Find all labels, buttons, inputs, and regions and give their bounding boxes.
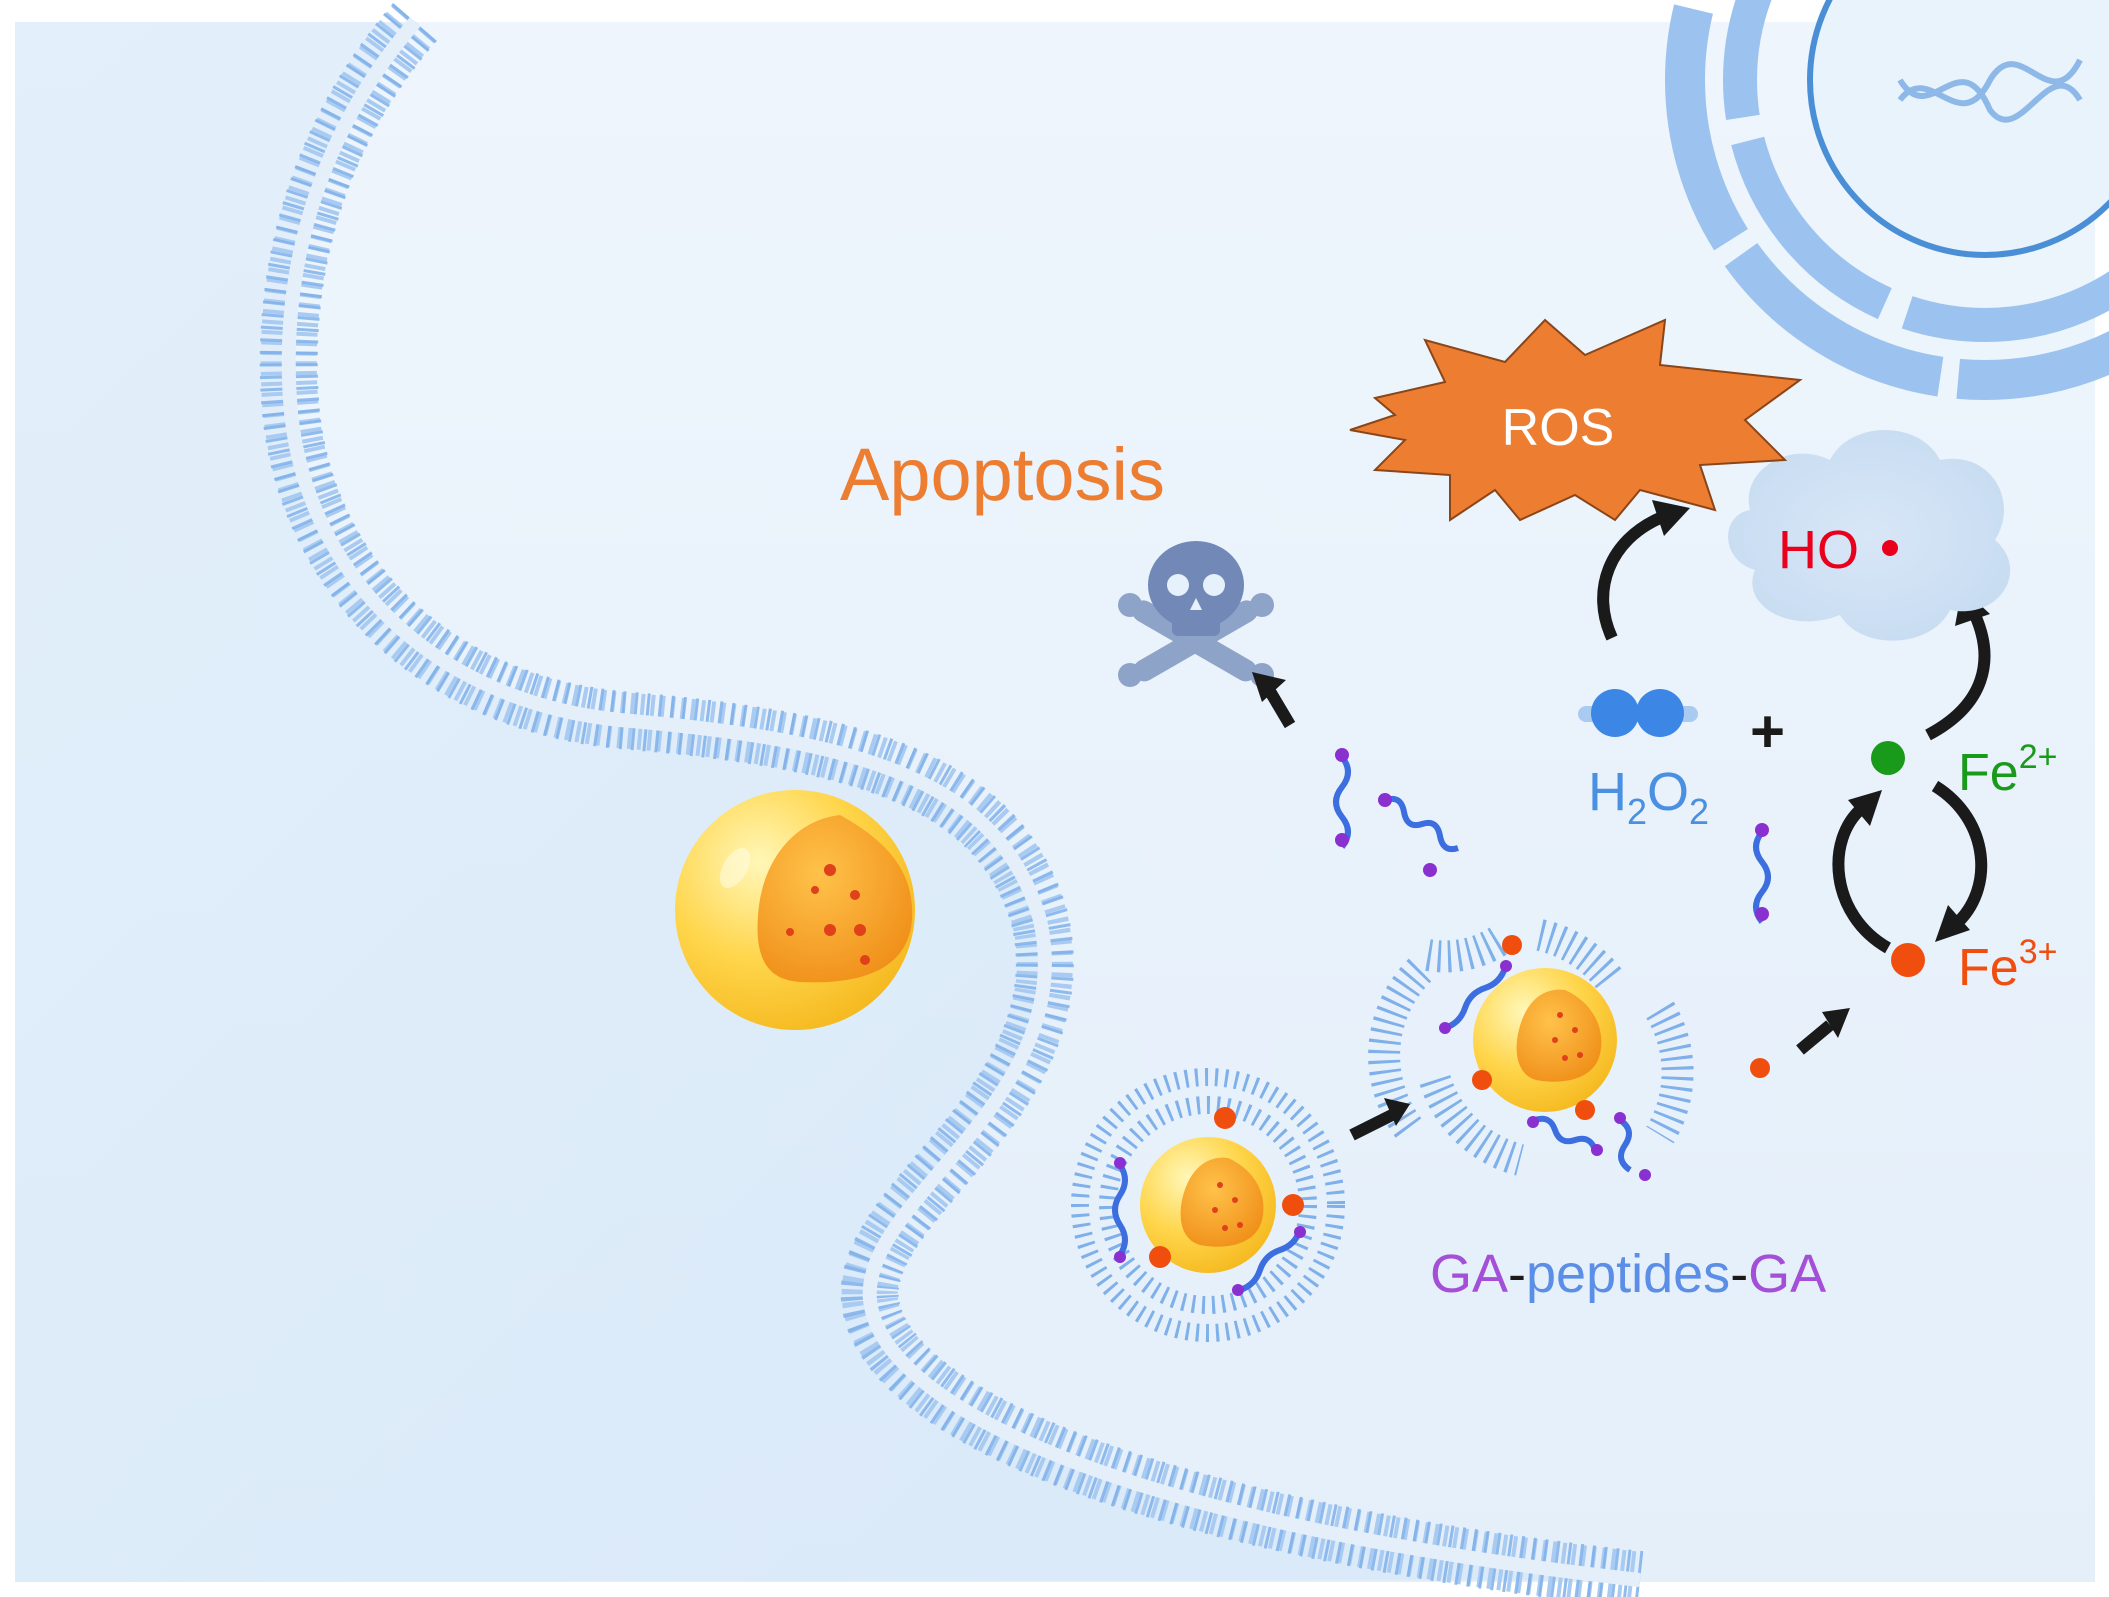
arrow <box>1796 1008 1850 1055</box>
hydroxyl-radical-dot <box>1882 540 1898 556</box>
apoptosis-label: Apoptosis <box>840 433 1165 516</box>
hydroxyl-cloud <box>1728 430 2011 641</box>
nanoparticle-large <box>675 790 915 1030</box>
cycle-arrow <box>1832 790 1892 954</box>
nucleus-dna-icon <box>1665 0 2109 400</box>
lipid-bilayer-membrane <box>259 3 1644 1597</box>
peptide-strand <box>1378 793 1459 877</box>
fe3-ion-dot <box>1891 943 1925 977</box>
fe2-ion-dot <box>1871 741 1905 775</box>
arrow <box>1252 672 1296 729</box>
liposome-disrupted <box>1368 919 1694 1181</box>
peptide-label: GA-peptides-GA <box>1430 1244 1826 1304</box>
fe2-label: Fe2+ <box>1958 738 2057 802</box>
liposome <box>1071 1068 1345 1342</box>
ros-label: ROS <box>1502 399 1615 457</box>
arrow <box>1349 1098 1410 1141</box>
cycle-arrow <box>1597 500 1690 641</box>
h2o2-label: H2O2 <box>1588 762 1709 832</box>
fe3-label: Fe3+ <box>1958 933 2057 997</box>
plus-label: + <box>1750 698 1785 765</box>
hydroxyl-label: HO <box>1778 520 1859 580</box>
peptide-strand <box>1333 748 1351 849</box>
iron-ion-dot <box>1750 1058 1770 1078</box>
peptide-strand <box>1753 823 1771 924</box>
cycle-arrow <box>1931 780 1988 942</box>
h2o2-molecule-icon <box>1578 689 1698 737</box>
ros-burst-icon <box>1349 318 1803 522</box>
skull-crossbones-icon <box>1118 541 1274 687</box>
